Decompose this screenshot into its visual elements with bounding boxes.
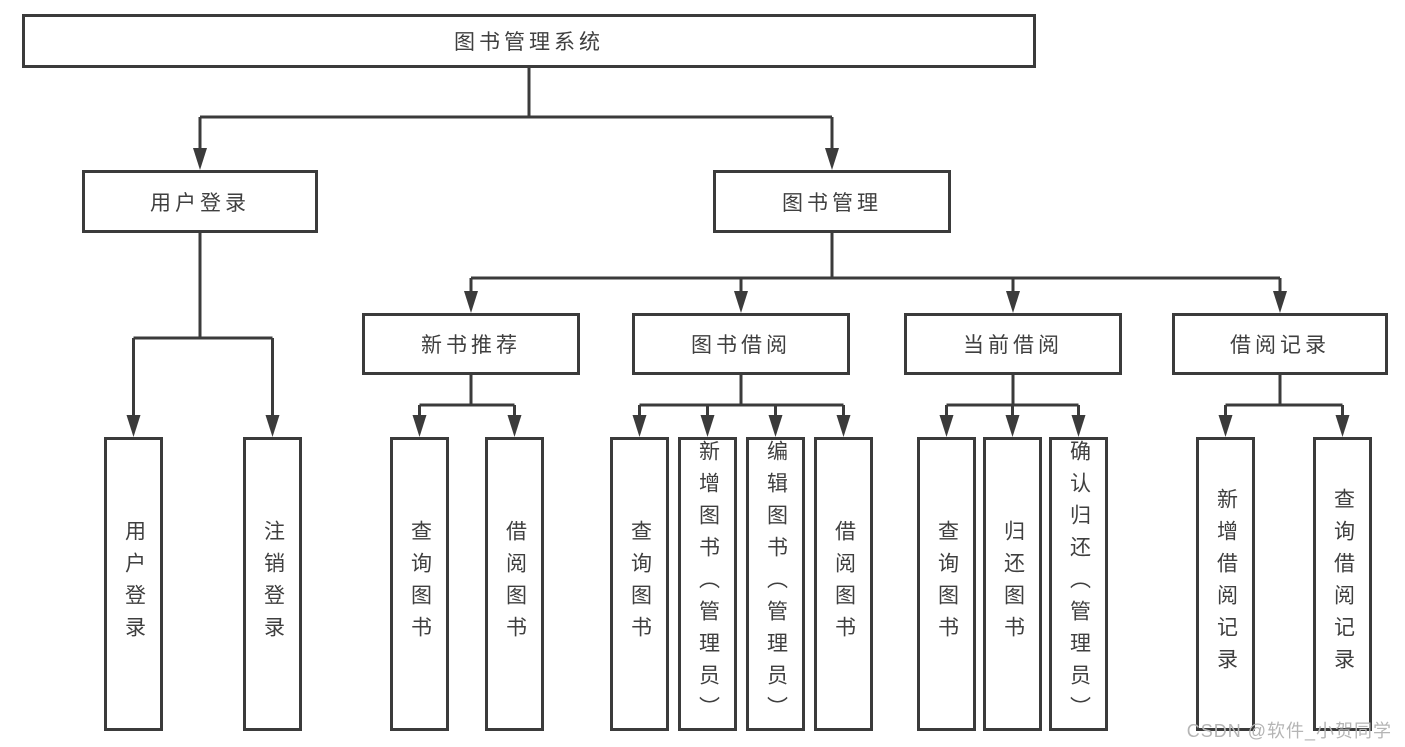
node-new-book-recommend-label: 新书推荐	[421, 334, 521, 357]
leaf-logout: 注销登录	[243, 437, 302, 731]
node-user-login-label: 用户登录	[150, 191, 250, 215]
leaf-borrow-books: 借阅图书	[814, 437, 873, 731]
leaf-edit-book-admin: 编辑图书（管理员）	[746, 437, 805, 731]
node-current-borrow: 当前借阅	[904, 313, 1122, 375]
node-current-borrow-label: 当前借阅	[963, 334, 1063, 357]
leaf-borrow-books-recommend: 借阅图书	[485, 437, 544, 731]
leaf-query-books-borrow: 查询图书	[610, 437, 669, 731]
node-user-login: 用户登录	[82, 170, 318, 233]
csdn-watermark: CSDN @软件_小贺同学	[1186, 721, 1392, 741]
leaf-return-book: 归还图书	[983, 437, 1042, 731]
node-root-label: 图书管理系统	[454, 31, 604, 54]
leaf-confirm-return-admin: 确认归还（管理员）	[1049, 437, 1108, 731]
leaf-query-books-recommend: 查询图书	[390, 437, 449, 731]
leaf-add-book-admin: 新增图书（管理员）	[678, 437, 737, 731]
leaf-query-borrow-record: 查询借阅记录	[1313, 437, 1372, 731]
node-borrow-records-label: 借阅记录	[1230, 334, 1330, 357]
node-borrow-records: 借阅记录	[1172, 313, 1388, 375]
node-new-book-recommend: 新书推荐	[362, 313, 580, 375]
node-root: 图书管理系统	[22, 14, 1036, 68]
leaf-user-login: 用户登录	[104, 437, 163, 731]
node-book-borrow-label: 图书借阅	[691, 334, 791, 357]
leaf-query-books-current: 查询图书	[917, 437, 976, 731]
node-book-management: 图书管理	[713, 170, 951, 233]
leaf-add-borrow-record: 新增借阅记录	[1196, 437, 1255, 731]
node-book-borrow: 图书借阅	[632, 313, 850, 375]
node-book-management-label: 图书管理	[782, 191, 882, 215]
